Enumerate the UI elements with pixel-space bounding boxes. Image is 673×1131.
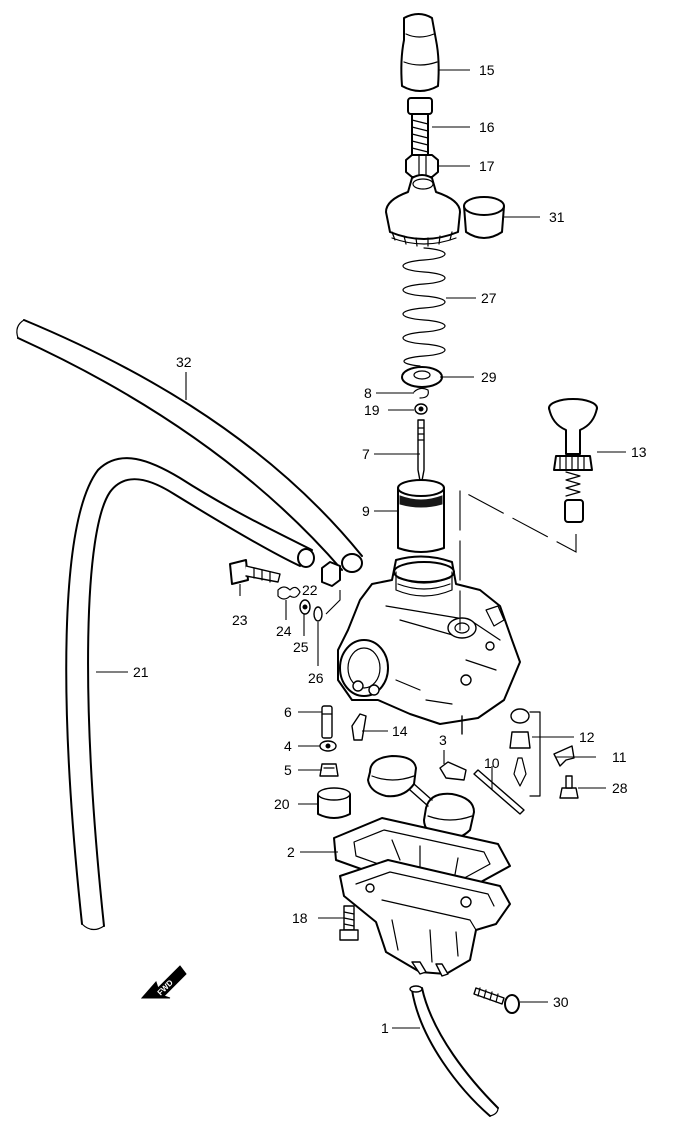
callout-5: 5 <box>284 762 292 778</box>
callout-30: 30 <box>553 994 569 1010</box>
part-13-starter-plunger <box>548 398 598 523</box>
part-23-screw <box>229 559 281 585</box>
part-10-pin <box>473 769 525 815</box>
callout-29: 29 <box>481 369 497 385</box>
float-bowl <box>339 859 511 977</box>
callout-32: 32 <box>176 354 192 370</box>
part-5-main-jet <box>319 763 339 777</box>
callout-12: 12 <box>579 729 595 745</box>
callout-14: 14 <box>392 723 408 739</box>
assembly-guide-line <box>459 489 577 636</box>
leader-lines <box>96 69 626 1029</box>
part-top-cap <box>385 174 461 247</box>
callout-20: 20 <box>274 796 290 812</box>
callout-4: 4 <box>284 738 292 754</box>
part-15-cap <box>400 13 440 92</box>
callout-6: 6 <box>284 704 292 720</box>
part-28-screw <box>559 775 579 799</box>
part-8-clip <box>413 387 429 399</box>
part-18-drain-screw <box>339 905 359 941</box>
callout-21: 21 <box>133 664 149 680</box>
callout-2: 2 <box>287 844 295 860</box>
part-30-screw <box>473 987 520 1014</box>
part-27-spring <box>402 247 446 367</box>
part-22-cap <box>321 561 341 587</box>
callout-26: 26 <box>308 670 324 686</box>
carburetor-body <box>337 555 521 735</box>
callout-24: 24 <box>276 623 292 639</box>
callout-28: 28 <box>612 780 628 796</box>
callout-3: 3 <box>439 732 447 748</box>
part-6-jet <box>321 705 333 739</box>
part-float <box>367 755 475 840</box>
callout-16: 16 <box>479 119 495 135</box>
callout-31: 31 <box>549 209 565 225</box>
callout-19: 19 <box>364 402 380 418</box>
part-21-hose <box>65 457 315 931</box>
callout-23: 23 <box>232 612 248 628</box>
callout-11: 11 <box>612 749 627 765</box>
callout-17: 17 <box>479 158 495 174</box>
part-16-adjuster-screw <box>407 97 433 157</box>
part-14-pilot-jet <box>351 713 367 741</box>
part-11-clip <box>553 745 575 767</box>
part-32-hose <box>16 319 363 573</box>
part-25-washer <box>299 599 311 615</box>
part-4-washer <box>319 740 337 752</box>
part-29-retainer <box>401 366 443 388</box>
callout-18: 18 <box>292 910 308 926</box>
part-24-spring <box>277 586 301 600</box>
callout-10: 10 <box>484 755 500 771</box>
part-31-cap-ring <box>463 196 505 239</box>
callout-25: 25 <box>293 639 309 655</box>
part-7-jet-needle <box>417 419 425 487</box>
callout-22: 22 <box>302 582 318 598</box>
fwd-arrow-icon: FWD <box>140 965 187 999</box>
callout-7: 7 <box>362 446 370 462</box>
part-20-cap <box>317 787 351 819</box>
assembly-guide-line-22 <box>325 590 341 615</box>
callout-15: 15 <box>479 62 495 78</box>
part-12-float-valve-set <box>509 708 541 797</box>
callout-27: 27 <box>481 290 497 306</box>
callout-9: 9 <box>362 503 370 519</box>
callout-8: 8 <box>364 385 372 401</box>
part-9-throttle-valve <box>397 479 445 553</box>
part-3-float-arm <box>439 761 467 781</box>
callout-1: 1 <box>381 1020 389 1036</box>
part-17-nut <box>405 154 439 178</box>
callout-numbers: 15 16 17 31 27 32 29 8 19 13 7 9 22 23 2… <box>133 62 647 1036</box>
part-1-drain-hose <box>409 985 499 1117</box>
callout-13: 13 <box>631 444 647 460</box>
part-19-washer <box>414 403 428 415</box>
part-26-o-ring <box>313 606 323 622</box>
